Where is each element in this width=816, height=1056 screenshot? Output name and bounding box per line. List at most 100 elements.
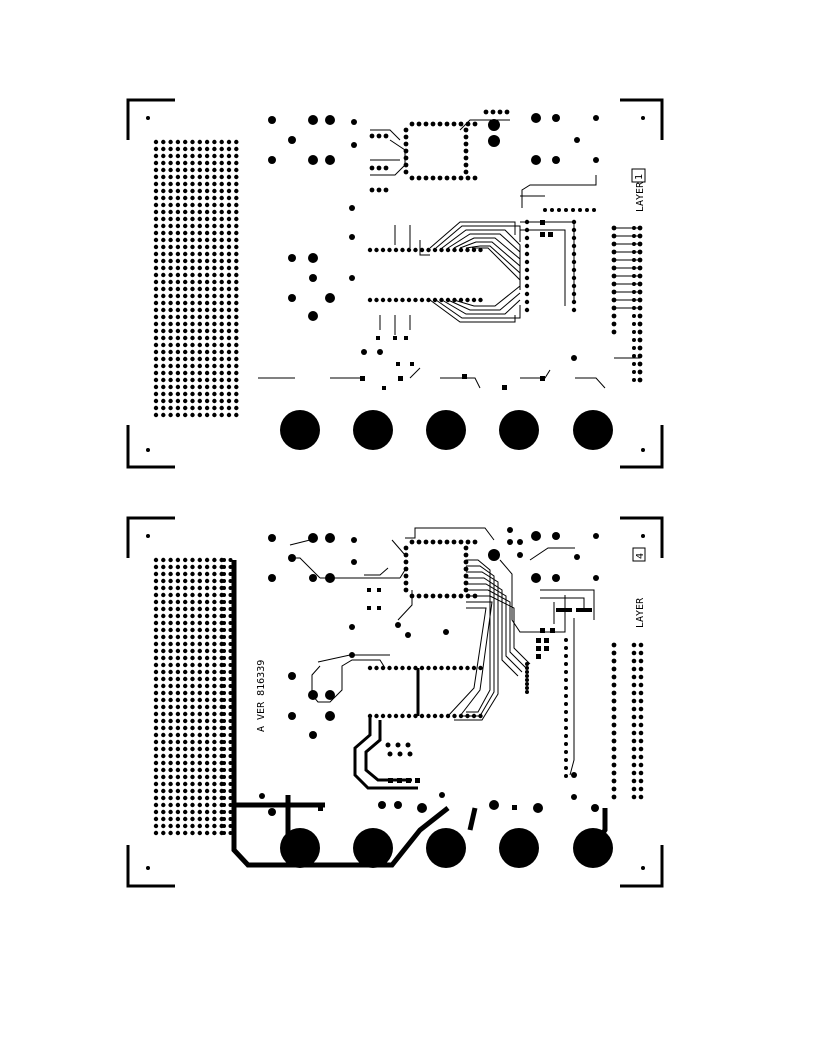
- ic-pad: [463, 552, 469, 558]
- connector-pad: [190, 627, 195, 633]
- ic-pad: [524, 235, 530, 241]
- connector-pad: [222, 782, 226, 786]
- connector-pad: [190, 384, 195, 390]
- connector-pad: [183, 244, 188, 250]
- ic-pad: [413, 297, 418, 303]
- connector-pad: [212, 139, 217, 145]
- connector-pad: [638, 642, 644, 648]
- connector-pad: [234, 279, 239, 285]
- connector-pad: [632, 378, 636, 382]
- connector-pad: [168, 202, 173, 208]
- connector-pad: [631, 762, 637, 768]
- connector-pad: [611, 674, 617, 680]
- connector-pad: [175, 398, 181, 404]
- connector-pad: [190, 349, 195, 355]
- connector-pad: [234, 356, 239, 362]
- connector-pad: [161, 718, 166, 724]
- connector-pad: [219, 153, 224, 159]
- connector-pad: [204, 711, 210, 717]
- connector-pad: [197, 725, 202, 731]
- connector-pad: [168, 690, 173, 696]
- connector-pad: [175, 606, 181, 612]
- connector-pad: [183, 585, 188, 591]
- connector-pad: [161, 342, 166, 348]
- connector-pad: [183, 592, 188, 598]
- connector-pad: [219, 223, 224, 229]
- connector-pad: [153, 216, 159, 222]
- connector-pad: [222, 691, 226, 695]
- connector-pad: [175, 174, 181, 180]
- connector-pad: [234, 167, 239, 173]
- connector-pad: [190, 620, 195, 626]
- connector-pad: [219, 384, 224, 390]
- connector-pad: [190, 272, 195, 278]
- connector-pad: [175, 669, 181, 675]
- ic-pad: [383, 165, 389, 171]
- connector-pad: [190, 139, 195, 145]
- connector-pad: [183, 655, 188, 661]
- connector-pad: [204, 398, 210, 404]
- connector-pad: [219, 202, 224, 208]
- ic-pad: [380, 713, 386, 719]
- ic-pad: [409, 175, 415, 181]
- connector-pad: [153, 739, 159, 745]
- connector-pad: [153, 830, 159, 836]
- connector-pad: [153, 412, 159, 418]
- connector-pad: [161, 620, 166, 626]
- connector-pad: [212, 809, 217, 815]
- ic-pad: [423, 121, 429, 127]
- connector-pad: [190, 286, 195, 292]
- connector-pad: [183, 774, 188, 780]
- connector-pad: [226, 321, 232, 327]
- connector-pad: [153, 272, 159, 278]
- connector-pad: [153, 384, 159, 390]
- connector-pad: [212, 774, 217, 780]
- ic-pad: [483, 109, 489, 115]
- connector-pad: [168, 697, 173, 703]
- connector-pad: [212, 258, 217, 264]
- connector-pad: [175, 244, 181, 250]
- connector-pad: [222, 796, 226, 800]
- connector-pad: [234, 223, 239, 229]
- connector-pad: [168, 774, 173, 780]
- connector-pad: [183, 412, 188, 418]
- connector-pad: [611, 313, 617, 319]
- connector-pad: [190, 251, 195, 257]
- ic-pad: [426, 297, 431, 303]
- connector-pad: [190, 160, 195, 166]
- connector-pad: [153, 321, 159, 327]
- ic-pad: [439, 713, 444, 719]
- connector-pad: [190, 258, 195, 264]
- connector-pad: [234, 412, 239, 418]
- connector-pad: [175, 167, 181, 173]
- ic-pad: [416, 593, 422, 599]
- connector-pad: [190, 648, 195, 654]
- ic-pad: [409, 539, 415, 545]
- connector-pad: [175, 564, 181, 570]
- connector-pad: [212, 690, 217, 696]
- connector-pad: [204, 585, 210, 591]
- connector-pad: [183, 830, 188, 836]
- connector-pad: [183, 564, 188, 570]
- ic-pad: [465, 539, 471, 545]
- connector-pad: [183, 732, 188, 738]
- connector-pad: [175, 314, 181, 320]
- connector-pad: [204, 307, 210, 313]
- connector-pad: [222, 572, 226, 576]
- connector-pad: [212, 732, 217, 738]
- connector-pad: [219, 174, 224, 180]
- connector-pad: [219, 398, 224, 404]
- connector-pad: [175, 139, 181, 145]
- connector-pad: [226, 181, 232, 187]
- ic-pad: [497, 109, 503, 115]
- connector-pad: [168, 795, 173, 801]
- connector-pad: [219, 146, 224, 152]
- connector-pad: [204, 627, 210, 633]
- connector-pad: [168, 307, 173, 313]
- connector-pad: [190, 153, 195, 159]
- ic-pad: [367, 297, 373, 303]
- connector-pad: [168, 216, 173, 222]
- connector-pad: [204, 753, 210, 759]
- ic-pad: [463, 559, 469, 565]
- ic-pad: [550, 208, 554, 212]
